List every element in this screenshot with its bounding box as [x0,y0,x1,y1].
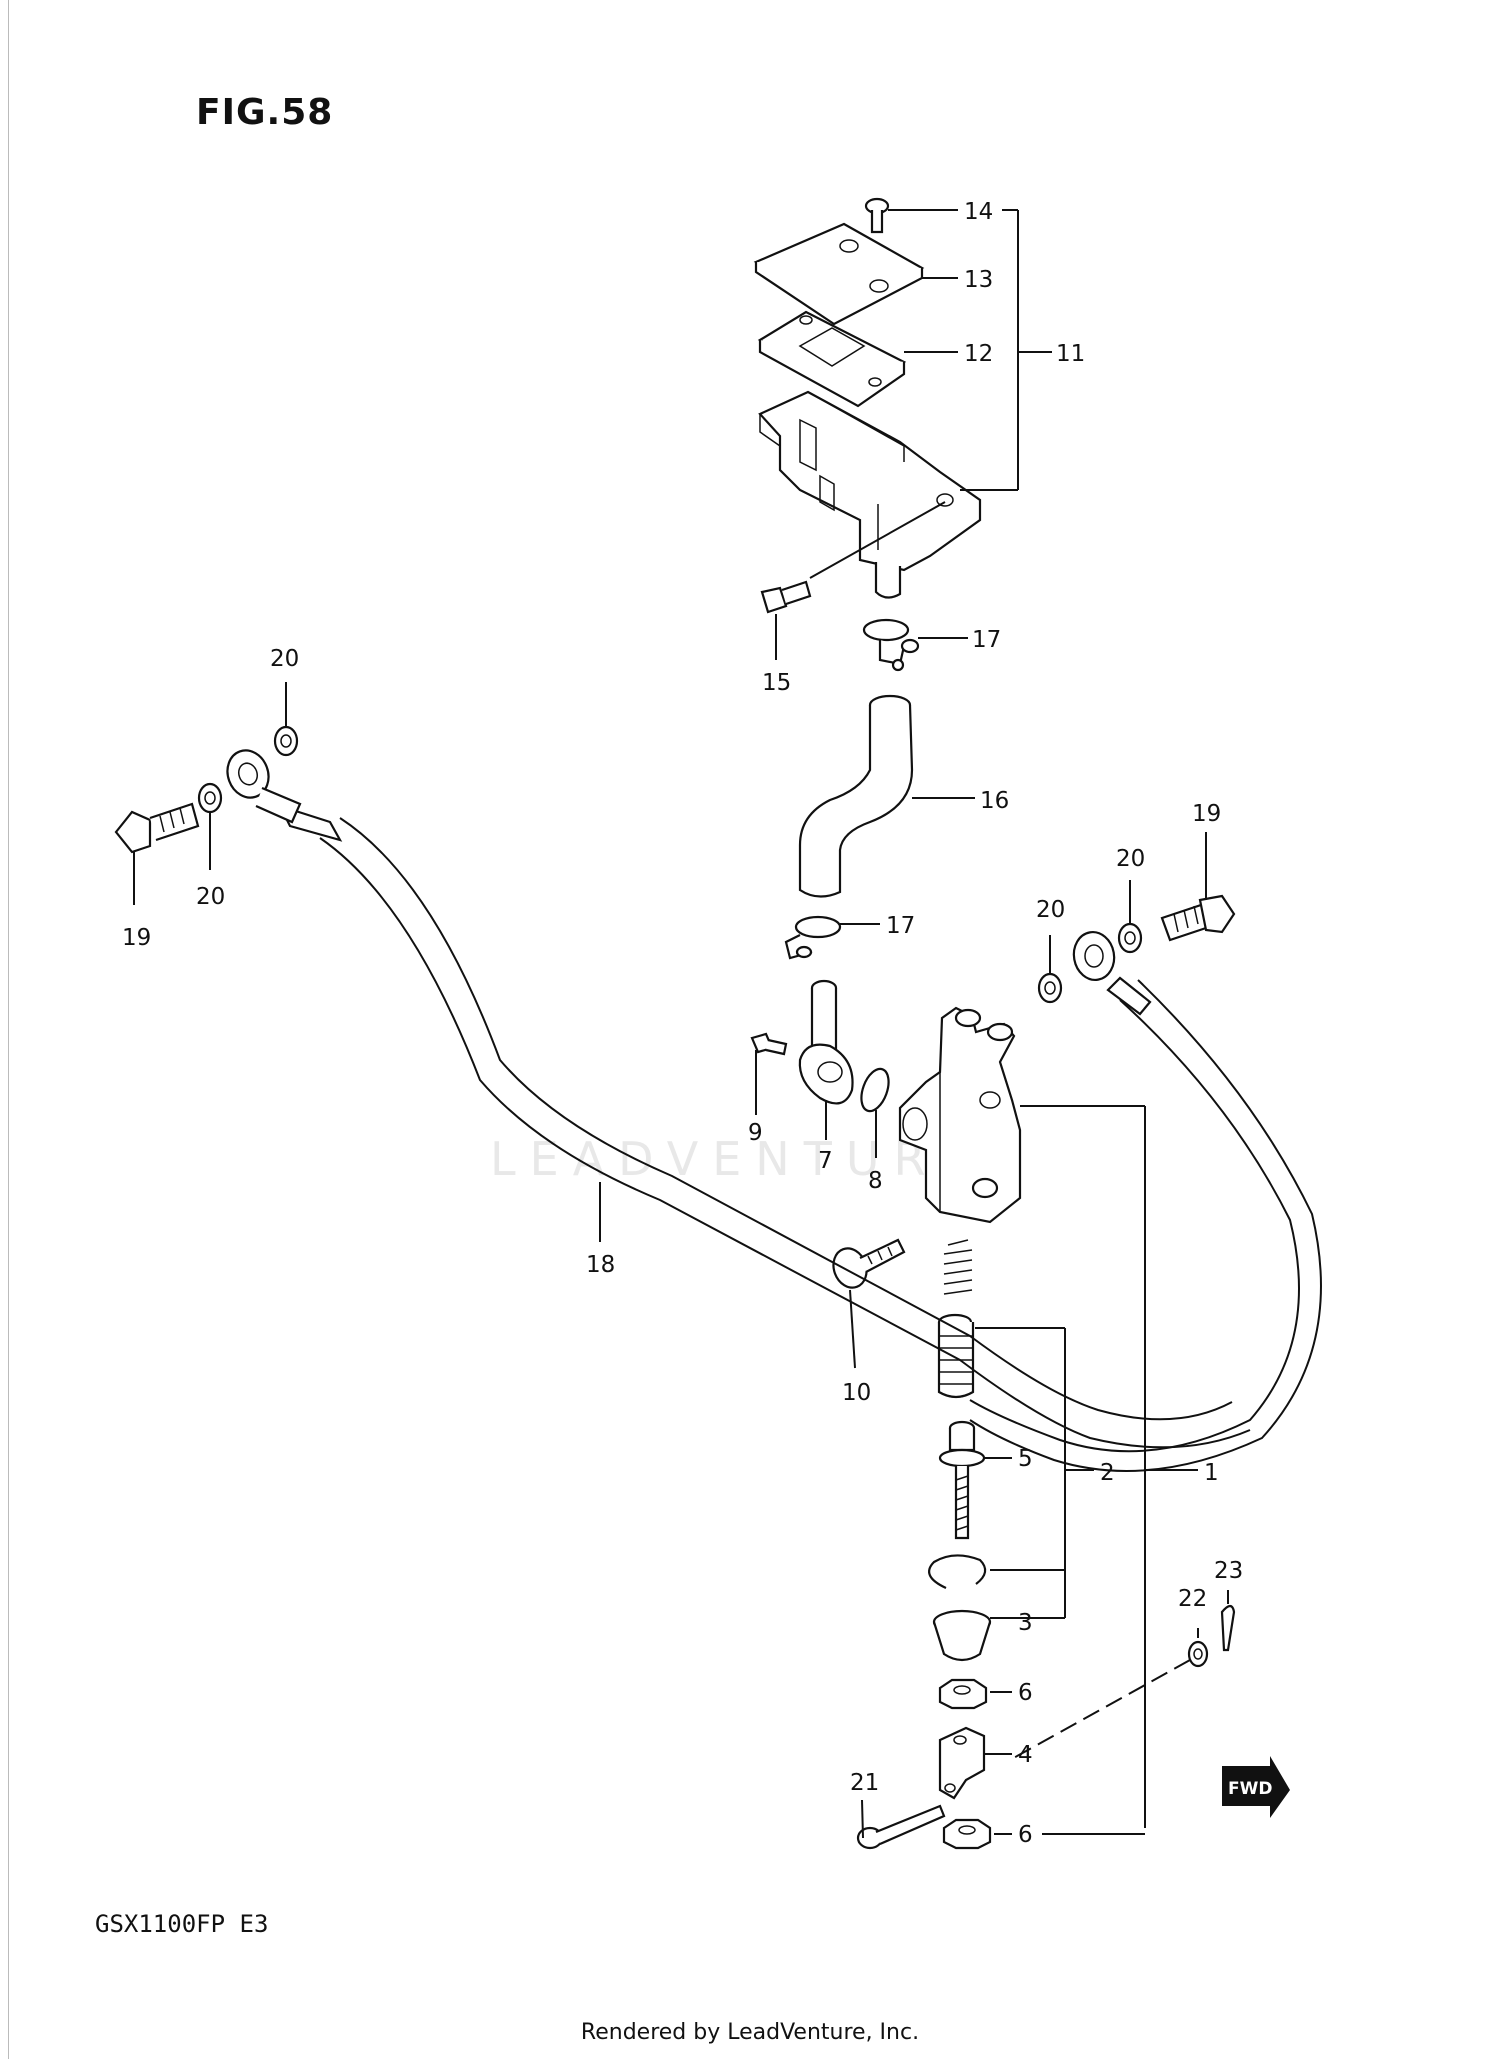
callout-22: 22 [1178,1586,1207,1612]
banjo-fitting-right [1072,931,1116,981]
callout-13: 13 [964,267,993,293]
clevis-pin [856,1804,946,1850]
callout-7: 7 [818,1148,833,1174]
callout-1: 1 [1204,1460,1219,1486]
clevis [938,1726,986,1800]
master-cylinder-body [898,1006,1022,1224]
banjo-fitting-left [226,749,302,824]
hose-clamp-lower [784,915,842,960]
nut-upper [938,1678,988,1710]
model-code: GSX1100FP E3 [95,1910,269,1938]
callout-17-lower: 17 [886,913,915,939]
fwd-arrow-label: FWD [1228,1779,1272,1799]
callout-4: 4 [1018,1742,1033,1768]
reservoir-screw [864,197,890,234]
callout-8: 8 [868,1168,883,1194]
callout-12: 12 [964,341,993,367]
boot [932,1609,992,1662]
watermark: LEADVENTURE [490,1132,983,1186]
washer-left-lower [197,782,223,814]
circlip [928,1554,987,1589]
banjo-bolt-right [1160,894,1236,942]
callout-19-left: 19 [122,925,151,951]
reservoir-bolt [760,580,812,614]
cotter-pin [1220,1604,1236,1652]
figure-title: FIG.58 [196,92,334,133]
reservoir-tank [758,390,982,599]
washer-right-a [1037,972,1063,1004]
callout-16: 16 [980,788,1009,814]
brake-hose-left [277,804,1251,1449]
inlet-union [798,979,854,1105]
washer-right-b [1117,922,1143,954]
callout-11: 11 [1056,341,1085,367]
reservoir-cap [753,222,925,326]
fwd-arrow-icon: FWD [1222,1756,1290,1818]
page-border [8,0,9,2059]
washer-left-upper [273,725,299,757]
push-rod [938,1420,986,1540]
mounting-bolt [832,1238,906,1289]
callout-6-lower: 6 [1018,1822,1033,1848]
callout-20-right-b: 20 [1116,846,1145,872]
callout-21: 21 [850,1770,879,1796]
callout-23: 23 [1214,1558,1243,1584]
callout-20-left-upper: 20 [270,646,299,672]
callout-15: 15 [762,670,791,696]
union-screw [750,1032,788,1056]
brake-hose-right [969,976,1322,1472]
callout-5: 5 [1018,1446,1033,1472]
callout-6-upper: 6 [1018,1680,1033,1706]
callout-labels: 1 2 3 4 5 6 6 7 8 9 10 11 12 13 14 15 16… [122,199,1243,1848]
callout-17-upper: 17 [972,627,1001,653]
callout-20-left-lower: 20 [196,884,225,910]
callout-9: 9 [748,1120,763,1146]
washer-22 [1187,1640,1209,1668]
callout-19-right: 19 [1192,801,1221,827]
callout-18: 18 [586,1252,615,1278]
union-o-ring [860,1067,890,1113]
callout-14: 14 [964,199,993,225]
callout-20-right-a: 20 [1036,897,1065,923]
hose-clamp-upper [862,618,920,672]
banjo-bolt-left [114,802,200,854]
leader-lines [133,209,1229,1839]
reservoir-hose [798,694,914,898]
nut-lower [942,1818,992,1850]
footer-credit: Rendered by LeadVenture, Inc. [580,2020,920,2045]
callout-3: 3 [1018,1610,1033,1636]
piston [937,1313,975,1399]
reservoir-diaphragm [757,310,907,408]
callout-2: 2 [1100,1460,1115,1486]
callout-10: 10 [842,1380,871,1406]
piston-spring [943,1239,973,1295]
